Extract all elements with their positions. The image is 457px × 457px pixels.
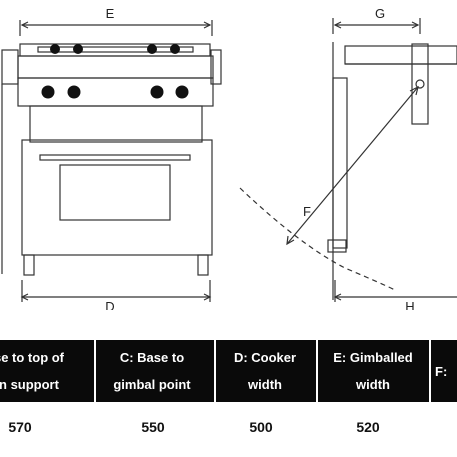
header-text: D: Cooker width — [233, 350, 297, 392]
spec-table-header: se to top of n support C: Base to gimbal… — [0, 340, 457, 402]
header-cell: C: Base to gimbal point — [96, 340, 208, 402]
dimension-label-d: D — [105, 299, 114, 310]
dimension-label-h: H — [405, 299, 414, 310]
knob-icon — [41, 85, 55, 99]
burner-icon — [50, 44, 60, 54]
technical-drawing: E G D H F — [1, 6, 457, 310]
header-cell: E: Gimballed width — [318, 340, 428, 402]
value-cell: 500 — [249, 419, 273, 435]
header-cell: D: Cooker width — [216, 340, 314, 402]
front-view — [1, 20, 222, 302]
header-cell: F: — [431, 340, 457, 402]
value-cell: 550 — [141, 419, 165, 435]
header-cell: se to top of n support — [0, 340, 92, 402]
knob-icon — [67, 85, 81, 99]
header-divider — [429, 340, 431, 402]
burners — [41, 44, 189, 99]
header-divider — [214, 340, 216, 402]
knob-icon — [175, 85, 189, 99]
dimension-label-f: F — [303, 204, 311, 219]
side-view — [327, 18, 457, 302]
value-cell: 520 — [356, 419, 380, 435]
header-text: C: Base to gimbal point — [113, 350, 191, 392]
burner-icon — [147, 44, 157, 54]
header-text: F: — [435, 363, 448, 379]
dimension-label-g: G — [375, 6, 385, 21]
burner-icon — [73, 44, 83, 54]
swing-radius — [239, 79, 425, 291]
header-divider — [94, 340, 96, 402]
header-text: E: Gimballed width — [333, 350, 413, 392]
dimension-label-e: E — [106, 6, 115, 21]
burner-icon — [170, 44, 180, 54]
value-cell: 570 — [8, 419, 32, 435]
header-divider — [316, 340, 318, 402]
knob-icon — [150, 85, 164, 99]
header-text: se to top of n support — [0, 350, 65, 392]
